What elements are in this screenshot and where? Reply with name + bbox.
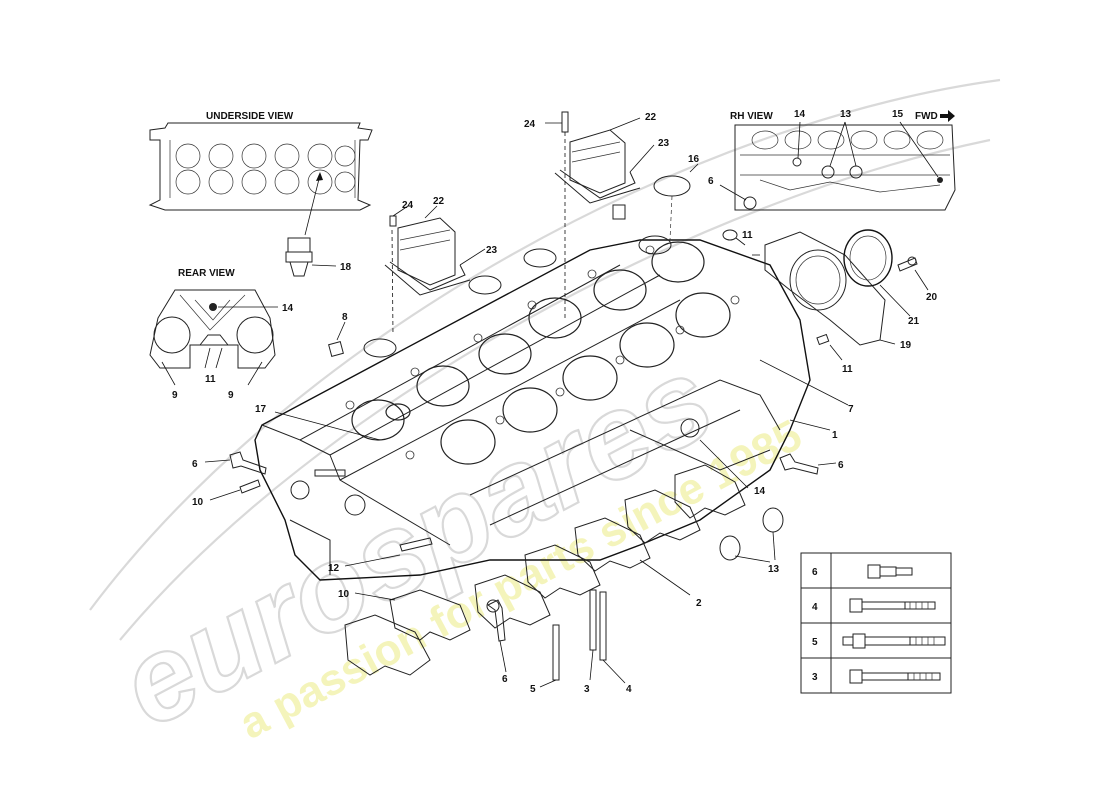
- callout-14: 14: [794, 109, 806, 120]
- callout-6: 6: [502, 674, 508, 685]
- bolt-6-icon: [867, 564, 913, 579]
- callout-24: 24: [402, 200, 414, 211]
- callout-1: 1: [832, 430, 838, 441]
- dowels: [328, 204, 830, 357]
- callout-14: 14: [754, 486, 766, 497]
- callout-23: 23: [486, 245, 498, 256]
- engine-block: [254, 239, 811, 581]
- oil-cooler-right: [545, 111, 655, 320]
- callout-16: 16: [688, 154, 700, 165]
- callout-11: 11: [205, 374, 216, 385]
- callout-9: 9: [172, 390, 178, 401]
- callout-10: 10: [338, 589, 350, 600]
- legend-label-5: 5: [812, 637, 818, 648]
- main-bearing-caps: [344, 464, 746, 676]
- fwd-arrow-icon: [940, 110, 955, 122]
- legend-label-6: 6: [812, 567, 818, 578]
- callout-8: 8: [342, 312, 348, 323]
- watermark: eurospares a passion for parts since 198…: [89, 78, 1001, 754]
- callout-22: 22: [645, 112, 657, 123]
- callout-2: 2: [696, 598, 702, 609]
- fwd-label: FWD: [915, 111, 938, 122]
- bolt-5-icon: [842, 633, 946, 649]
- rear-cover-plate: [764, 229, 929, 361]
- callout-9: 9: [228, 390, 234, 401]
- rear-view: REAR VIEW: [149, 268, 278, 386]
- callout-12: 12: [328, 563, 340, 574]
- callout-6: 6: [838, 460, 844, 471]
- callout-11: 11: [742, 230, 753, 241]
- callout-4: 4: [626, 684, 632, 695]
- bolts: [204, 451, 837, 688]
- callout-18: 18: [340, 262, 352, 273]
- underside-view: UNDERSIDE VIEW: [148, 111, 373, 277]
- fastener-legend: 6 4 5 3: [800, 552, 952, 694]
- callout-3: 3: [584, 684, 590, 695]
- callout-7: 7: [848, 404, 854, 415]
- callout-19: 19: [900, 340, 912, 351]
- callout-labels: 24 22 23 16 14 13 15 6 24 22 23 18 14 11…: [172, 109, 938, 695]
- callout-23: 23: [658, 138, 670, 149]
- callout-6: 6: [192, 459, 198, 470]
- callout-24: 24: [524, 119, 536, 130]
- callout-6: 6: [708, 176, 714, 187]
- legend-label-4: 4: [812, 602, 818, 613]
- callout-20: 20: [926, 292, 938, 303]
- rear-view-title: REAR VIEW: [178, 268, 235, 279]
- leaders: [274, 254, 849, 601]
- core-plugs: [363, 163, 699, 358]
- oil-cooler-left: [384, 205, 486, 336]
- callout-22: 22: [433, 196, 445, 207]
- rh-view-title: RH VIEW: [730, 111, 773, 122]
- callout-10: 10: [192, 497, 204, 508]
- callout-17: 17: [255, 404, 267, 415]
- underside-view-title: UNDERSIDE VIEW: [206, 111, 294, 122]
- callout-5: 5: [530, 684, 536, 695]
- callout-13: 13: [768, 564, 780, 575]
- callout-11: 11: [842, 364, 853, 375]
- bolt-3-icon: [849, 669, 941, 684]
- callout-21: 21: [908, 316, 920, 327]
- callout-13: 13: [840, 109, 852, 120]
- callout-15: 15: [892, 109, 904, 120]
- callout-14: 14: [282, 303, 294, 314]
- rh-view: RH VIEW FWD: [719, 110, 956, 211]
- bolt-4-icon: [849, 598, 936, 613]
- legend-label-3: 3: [812, 672, 818, 683]
